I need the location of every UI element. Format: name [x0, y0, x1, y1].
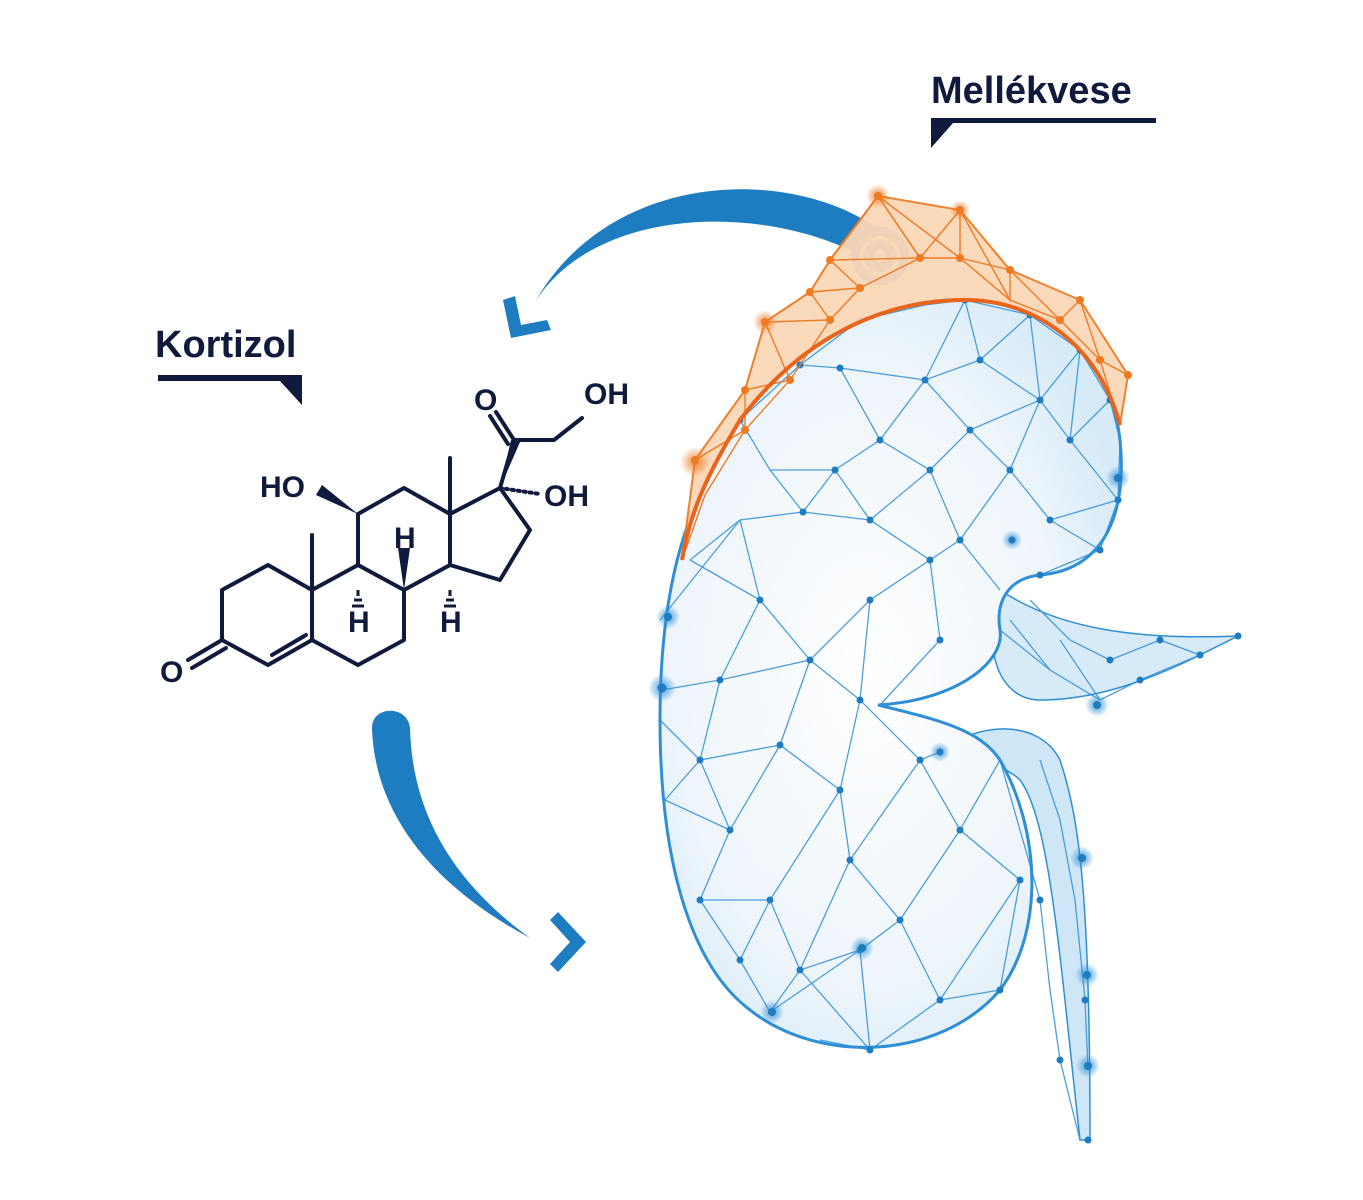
kidney-glow-nodes [648, 466, 1130, 1078]
renal-vessel [991, 588, 1239, 701]
atom-ho-c11: HO [260, 471, 305, 504]
ring-d [448, 486, 532, 582]
ring-b [310, 563, 406, 667]
curved-arrow-right-icon [372, 710, 586, 972]
atom-h-c8: H [394, 522, 416, 555]
atom-oh-c17: OH [544, 480, 589, 513]
adrenal-label-group: Mellékvese [931, 70, 1156, 148]
arrow-head-left [503, 296, 551, 338]
adrenal-gland-illustration [680, 184, 1132, 561]
cortisol-label-underline [158, 375, 302, 405]
c3-o-double-bond [186, 638, 228, 670]
cortisol-label-group: Kortizol [155, 324, 302, 405]
c11-ho-wedge [316, 485, 358, 514]
atom-oh-side-chain: OH [584, 378, 629, 411]
curved-arrow-left-icon [503, 189, 880, 338]
c9-h-hash [352, 590, 364, 608]
atom-o-c3: O [160, 656, 183, 689]
c17-side-chain-wedge [500, 440, 520, 488]
c14-h-hash [444, 590, 456, 608]
atom-labels: O OH HO OH H H H O [160, 378, 629, 689]
atom-o-ketone-top: O [474, 384, 497, 417]
atom-h-c14: H [440, 606, 462, 639]
cortisol-structure [186, 410, 584, 670]
cortisol-label: Kortizol [155, 324, 296, 366]
kidney-illustration [648, 296, 1242, 1144]
double-bond-c4-c5 [270, 633, 308, 657]
ring-a [220, 563, 314, 667]
arrow-head-right [550, 912, 586, 972]
c20-o-double-bond [488, 410, 516, 446]
adrenal-label: Mellékvese [931, 70, 1132, 112]
atom-h-c9: H [348, 606, 370, 639]
adrenal-base-edge [680, 297, 1122, 561]
kidney-body [658, 298, 1123, 1049]
adrenal-label-underline [931, 118, 1156, 148]
stereo-wedges [316, 440, 520, 608]
c17-oh-bond [498, 486, 542, 496]
c8-h-wedge [398, 548, 410, 590]
ring-c [356, 486, 452, 592]
